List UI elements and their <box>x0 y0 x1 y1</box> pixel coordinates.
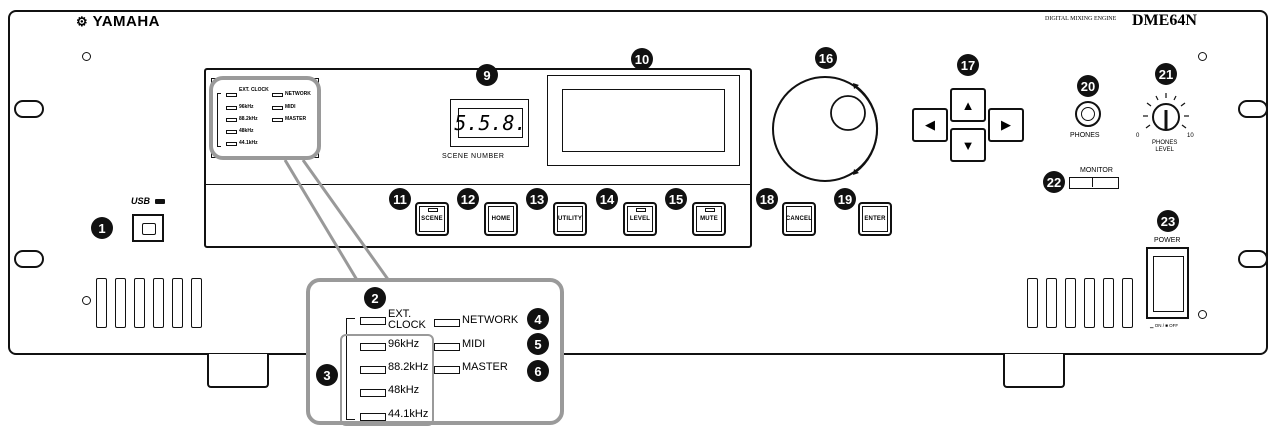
callout-20: 20 <box>1077 75 1099 97</box>
phones-level-knob[interactable] <box>1138 90 1198 140</box>
screw <box>1198 310 1207 319</box>
down-arrow-button[interactable]: ▼ <box>950 128 986 162</box>
screw <box>82 52 91 61</box>
callout-10: 10 <box>631 48 653 70</box>
zoom-441khz-label: 44.1kHz <box>388 408 429 420</box>
led-441khz-label: 44.1kHz <box>239 140 258 146</box>
callout-22: 22 <box>1043 171 1065 193</box>
callout-11: 11 <box>389 188 411 210</box>
mute-button[interactable]: MUTE <box>692 202 726 236</box>
rack-hole <box>1238 100 1268 118</box>
scene-number-value: 5.5.8. <box>454 108 527 138</box>
screw <box>82 296 91 305</box>
scene-button[interactable]: SCENE <box>415 202 449 236</box>
up-arrow-icon: ▲ <box>961 97 975 113</box>
down-arrow-icon: ▼ <box>961 137 975 153</box>
status-led-panel: EXT. CLOCK 96kHz 88.2kHz 48kHz 44.1kHz N… <box>211 78 319 158</box>
callout-5: 5 <box>527 333 549 355</box>
home-button[interactable]: HOME <box>484 202 518 236</box>
led-ext-clock-label: EXT. CLOCK <box>239 87 269 93</box>
screw <box>1198 52 1207 61</box>
up-arrow-button[interactable]: ▲ <box>950 88 986 122</box>
phones-level-min: 0 <box>1136 133 1140 139</box>
led-zoom-panel: EXT.CLOCK 96kHz 88.2kHz 48kHz 44.1kHz NE… <box>306 278 564 426</box>
model-label: DME64N <box>1132 12 1197 29</box>
monitor-switch[interactable] <box>1069 177 1119 189</box>
callout-16: 16 <box>815 47 837 69</box>
led-ext-clock <box>226 93 237 97</box>
scene-number-display: 5.5.8. <box>450 99 529 147</box>
vent-right <box>1027 278 1133 328</box>
yamaha-logo: ⚙ YAMAHA <box>76 13 161 30</box>
left-arrow-icon: ◀ <box>925 117 935 132</box>
led-96khz-label: 96kHz <box>239 104 254 110</box>
callout-17: 17 <box>957 54 979 76</box>
left-arrow-button[interactable]: ◀ <box>912 108 948 142</box>
led-48khz-label: 48kHz <box>239 128 254 134</box>
zoom-882khz-label: 88.2kHz <box>388 361 429 373</box>
utility-button[interactable]: UTILITY <box>553 202 587 236</box>
enter-button[interactable]: ENTER <box>858 202 892 236</box>
callout-3: 3 <box>316 364 338 386</box>
zoom-master-label: MASTER <box>462 361 508 373</box>
level-button[interactable]: LEVEL <box>623 202 657 236</box>
monitor-label: MONITOR <box>1080 167 1113 174</box>
led-master-label: MASTER <box>285 116 307 122</box>
rack-foot-left <box>207 354 269 388</box>
zoom-midi-label: MIDI <box>462 338 486 350</box>
right-arrow-button[interactable]: ▶ <box>988 108 1024 142</box>
rack-foot-right <box>1003 354 1065 388</box>
callout-6: 6 <box>527 360 549 382</box>
zoom-network-label: NETWORK <box>462 314 519 326</box>
product-line-label: DIGITAL MIXING ENGINE <box>1045 16 1117 22</box>
phones-jack[interactable] <box>1075 101 1101 127</box>
callout-2: 2 <box>364 287 386 309</box>
led-882khz-label: 88.2kHz <box>239 116 258 122</box>
zoom-led-ext-clock <box>360 317 386 325</box>
sample-rate-bracket <box>346 318 355 420</box>
lcd-frame <box>547 75 740 166</box>
callout-23: 23 <box>1157 210 1179 232</box>
led-network-label: NETWORK <box>285 91 311 97</box>
callout-15: 15 <box>665 188 687 210</box>
callout-1: 1 <box>91 217 113 239</box>
callout-4: 4 <box>527 308 549 330</box>
scene-number-label: SCENE NUMBER <box>442 153 505 160</box>
callout-9: 9 <box>476 64 498 86</box>
right-arrow-icon: ▶ <box>1001 117 1011 132</box>
rack-hole <box>1238 250 1268 268</box>
led-midi-label: MIDI <box>285 104 296 110</box>
cancel-button[interactable]: CANCEL <box>782 202 816 236</box>
callout-19: 19 <box>834 188 856 210</box>
callout-13: 13 <box>526 188 548 210</box>
zoom-48khz-label: 48kHz <box>388 384 420 396</box>
callout-18: 18 <box>756 188 778 210</box>
power-switch[interactable] <box>1146 247 1189 319</box>
zoom-highlight <box>209 76 321 160</box>
vent-left <box>96 278 202 328</box>
usb-logo: USB <box>131 196 151 206</box>
usb-port[interactable] <box>132 214 164 242</box>
zoom-ext-clock-label: EXT.CLOCK <box>388 308 426 331</box>
power-state-label: ▁ ON / ■ OFF <box>1150 323 1179 328</box>
zoom-96khz-label: 96kHz <box>388 338 420 350</box>
callout-21: 21 <box>1155 63 1177 85</box>
rack-hole <box>14 250 44 268</box>
callout-12: 12 <box>457 188 479 210</box>
bezel-divider <box>205 184 751 185</box>
data-entry-dial[interactable] <box>768 72 888 192</box>
tuning-fork-logo-icon: ⚙ <box>76 14 89 29</box>
callout-14: 14 <box>596 188 618 210</box>
lcd-screen <box>562 89 725 152</box>
phones-label: PHONES <box>1070 132 1100 139</box>
phones-level-max: 10 <box>1187 133 1194 139</box>
usb-icon <box>155 199 165 204</box>
rack-hole <box>14 100 44 118</box>
power-label: POWER <box>1154 237 1181 244</box>
